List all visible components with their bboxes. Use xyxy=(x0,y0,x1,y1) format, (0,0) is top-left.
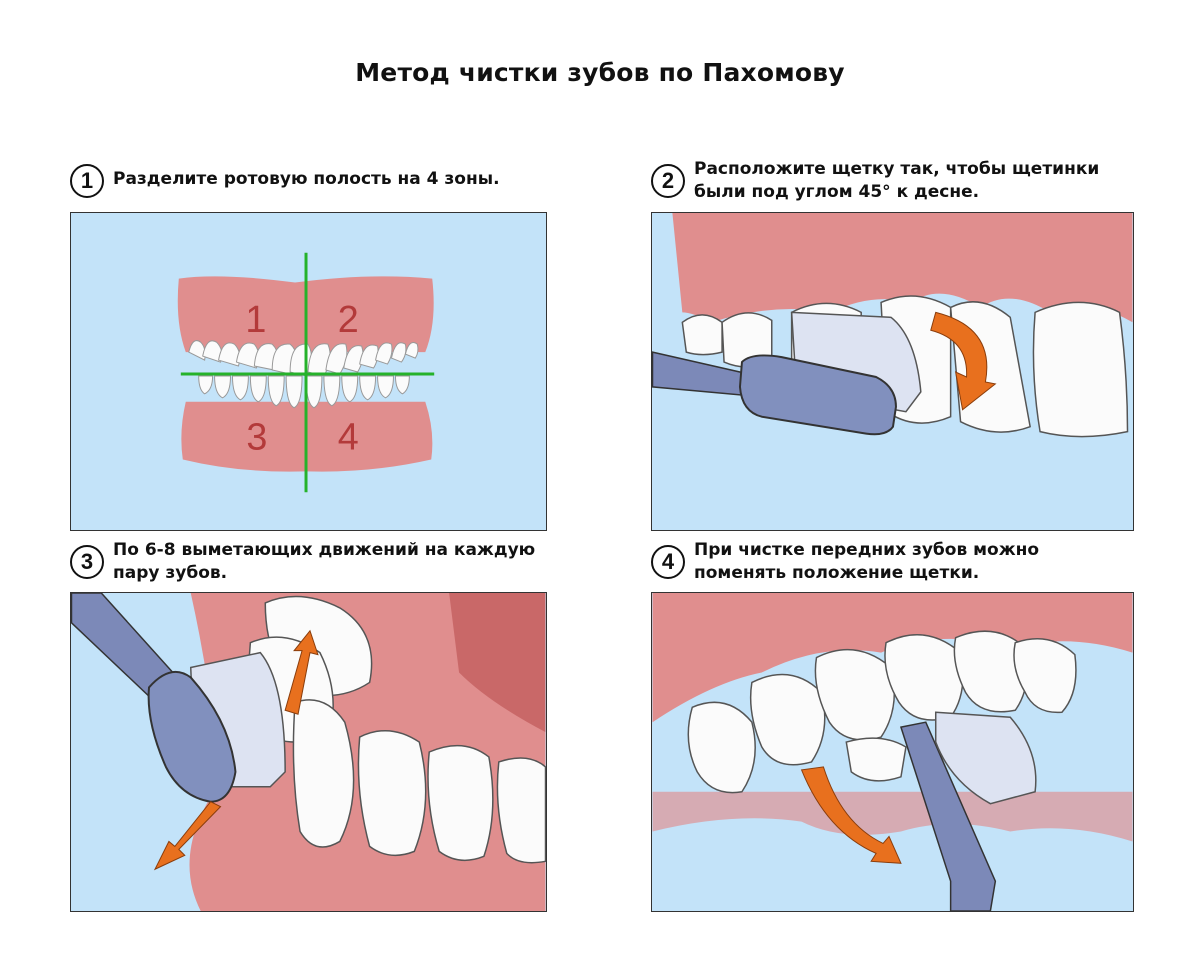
panel-2-brush-angle xyxy=(651,212,1134,531)
downward-arrow xyxy=(800,766,902,864)
sweeping-motion-illustration xyxy=(71,593,546,911)
brush-head xyxy=(147,670,237,803)
upper-teeth xyxy=(188,340,419,377)
step-3-number: 3 xyxy=(70,545,104,579)
step-4-text: При чистке передних зубов можно поменять… xyxy=(694,540,1040,583)
four-zones-illustration: 1 2 3 4 xyxy=(177,252,435,493)
bristles xyxy=(934,711,1037,805)
page-title: Метод чистки зубов по Пахомову xyxy=(355,58,845,87)
gum-shadow xyxy=(449,593,546,733)
step-3-text: По 6-8 выметающих движений на каждую пар… xyxy=(113,540,536,583)
upward-arrow xyxy=(284,629,319,715)
brush-angle-illustration xyxy=(652,213,1133,438)
step-1-text: Разделите ротовую полость на 4 зоны. xyxy=(113,169,500,189)
panel-1-four-zones: 1 2 3 4 xyxy=(70,212,547,531)
step-2-text: Расположите щетку так, чтобы щетинки был… xyxy=(694,159,1100,202)
zone-label-3: 3 xyxy=(246,417,267,459)
downward-arrow xyxy=(153,801,222,871)
upper-gum xyxy=(672,213,1133,323)
zone-label-1: 1 xyxy=(245,299,266,341)
panel-3-sweeping-motion xyxy=(70,592,547,912)
panel-4-front-teeth xyxy=(651,592,1134,912)
rotation-arrow xyxy=(930,311,997,411)
step-1-number: 1 xyxy=(70,164,104,198)
teeth xyxy=(687,630,1077,794)
lower-teeth xyxy=(198,375,410,409)
upper-gum xyxy=(652,593,1133,723)
brush-handle xyxy=(899,721,997,911)
step-4-number: 4 xyxy=(651,545,685,579)
brush-head xyxy=(738,354,897,436)
lower-gum xyxy=(652,791,1133,842)
step-2-number: 2 xyxy=(651,164,685,198)
front-teeth-illustration xyxy=(652,593,1133,911)
zone-label-4: 4 xyxy=(338,417,359,459)
zone-label-2: 2 xyxy=(338,299,359,341)
step-2-caption: 2 Расположите щетку так, чтобы щетинки б… xyxy=(651,158,1099,204)
step-4-caption: 4 При чистке передних зубов можно поменя… xyxy=(651,539,1039,585)
step-3-caption: 3 По 6-8 выметающих движений на каждую п… xyxy=(70,539,535,585)
step-1-caption: 1 Разделите ротовую полость на 4 зоны. xyxy=(70,163,500,198)
